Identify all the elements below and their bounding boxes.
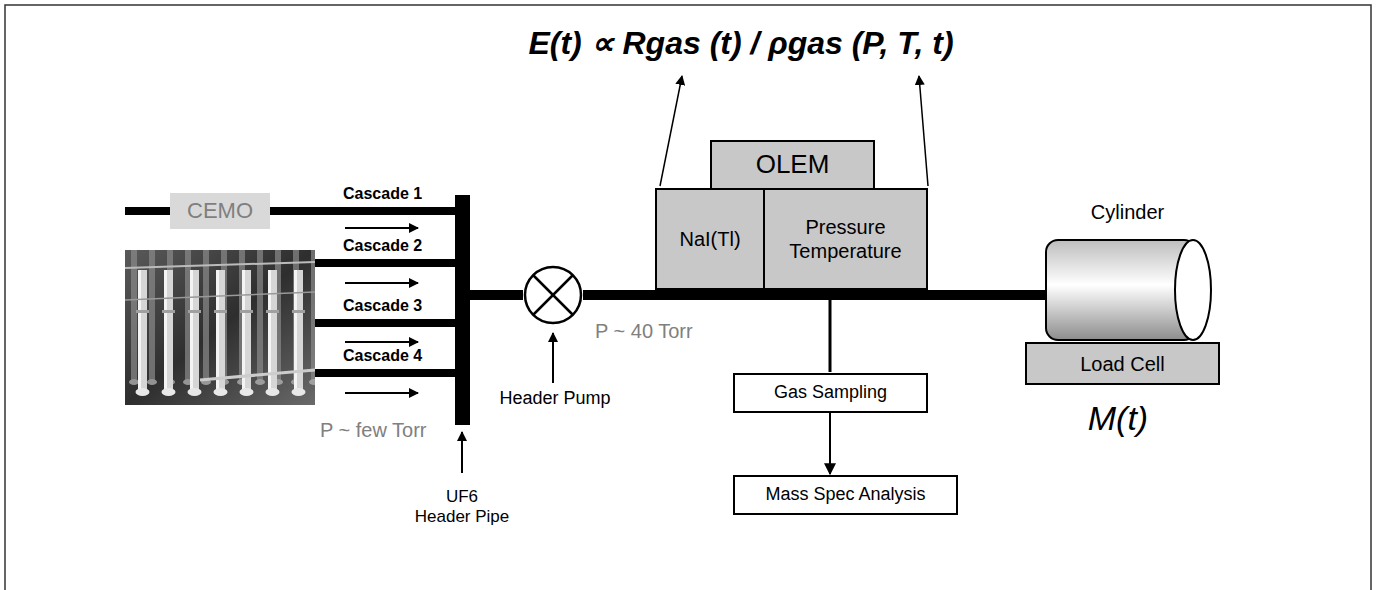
pump-symbol [523, 265, 583, 325]
pipe-connector [583, 290, 655, 300]
cylinder-symbol [1045, 238, 1215, 342]
node-text: NaI(Tl) [679, 227, 740, 251]
figure-frame [5, 5, 1371, 590]
node-text: Gas Sampling [774, 382, 887, 404]
process-box: Mass Spec Analysis [733, 475, 958, 515]
cascade-pipe [125, 207, 172, 215]
flow-arrow [345, 392, 418, 394]
header-pipe-bar [455, 195, 470, 425]
cascade-pipe [315, 319, 456, 327]
pointer-arrow [412, 195, 512, 485]
cascade-pipe [315, 259, 456, 267]
cascade-label: Cascade 3 [343, 296, 422, 315]
main-pipe [650, 290, 933, 300]
pipe-connector [928, 290, 1045, 300]
header-pipe: UF6Header Pipe [412, 195, 512, 540]
equation: E(t) ∝ Rgas (t) / ρgas (P, T, t) [528, 24, 953, 62]
node-text: Pressure Temperature [771, 215, 920, 263]
centrifuge-photo [125, 250, 315, 405]
pipe-connector [829, 413, 831, 474]
pointer-arrow [490, 265, 620, 390]
pipe-connector [470, 290, 523, 300]
node-text: Cylinder [1040, 200, 1215, 224]
leader-arrow [919, 76, 928, 186]
pipe-connector [829, 290, 832, 372]
cascade-label: Cascade 1 [343, 184, 422, 203]
flow-arrow [345, 282, 418, 284]
olem-box: OLEM [710, 140, 875, 190]
cascade-label: Cascade 4 [343, 346, 422, 365]
pressure-note: P ~ few Torr [320, 418, 427, 442]
node-text: UF6 [412, 487, 512, 507]
leader-arrow [660, 76, 682, 186]
node-text: Header Pump [490, 388, 620, 410]
cylinder: Cylinder [1040, 198, 1215, 343]
flow-arrow [345, 227, 418, 229]
pipe-connector [270, 207, 455, 215]
mass-symbol: M(t) [1088, 398, 1148, 439]
header-pump: Header Pump [490, 265, 620, 415]
flow-arrow [345, 341, 418, 343]
cemo-box: CEMO [170, 193, 270, 229]
detector-box: NaI(Tl) [655, 188, 765, 290]
process-box: Gas Sampling [733, 373, 928, 413]
node-text: OLEM [756, 149, 830, 180]
node-text: Load Cell [1080, 352, 1165, 376]
node-text: Mass Spec Analysis [765, 484, 925, 506]
cascade-label: Cascade 2 [343, 236, 422, 255]
node-text: CEMO [187, 198, 253, 224]
node-text: Header Pipe [412, 507, 512, 527]
sensor-box: Pressure Temperature [763, 188, 928, 290]
pressure-note: P ~ 40 Torr [595, 319, 693, 343]
cascade-pipe [315, 369, 456, 377]
load-cell-box: Load Cell [1025, 342, 1220, 385]
